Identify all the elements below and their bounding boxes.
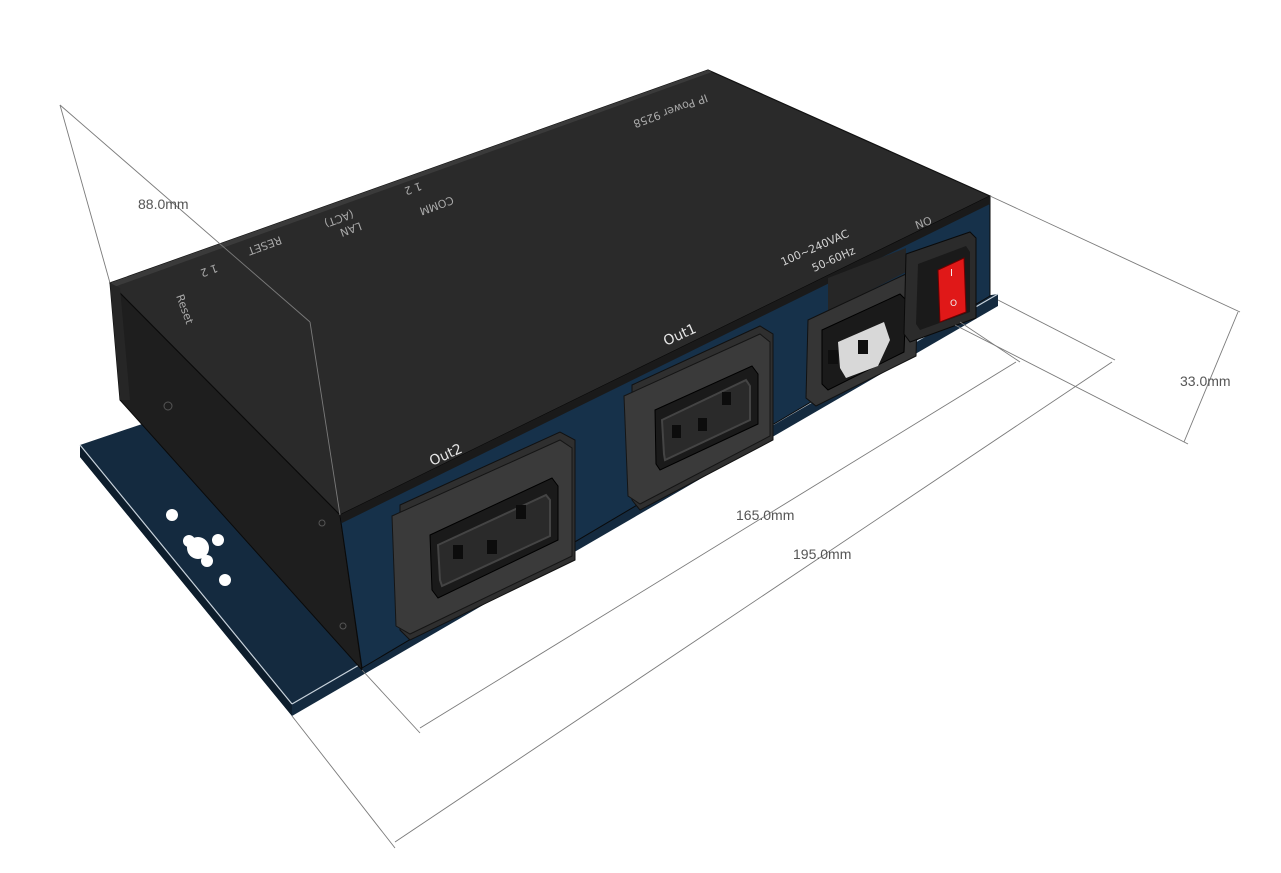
dimension-labels: 88.0mm 33.0mm 165.0mm 195.0mm	[138, 196, 1231, 562]
mounting-holes	[166, 509, 231, 586]
outlet-out1: Out1	[623, 321, 774, 511]
ports-label: 1 2	[199, 261, 220, 279]
comm-label: 1 2	[403, 179, 424, 197]
outer-length-dimension: 195.0mm	[793, 546, 851, 562]
depth-dimension: 88.0mm	[138, 196, 189, 212]
on-off-label: ON	[913, 213, 933, 231]
inner-length-dimension: 165.0mm	[736, 507, 794, 523]
power-switch[interactable]: I O	[903, 231, 977, 343]
outlet-out2: Out2	[391, 431, 576, 641]
switch-on-mark: I	[950, 268, 953, 279]
height-dimension: 33.0mm	[1180, 373, 1231, 389]
switch-off-mark: O	[950, 299, 957, 309]
dimension-lines	[59, 104, 1241, 849]
